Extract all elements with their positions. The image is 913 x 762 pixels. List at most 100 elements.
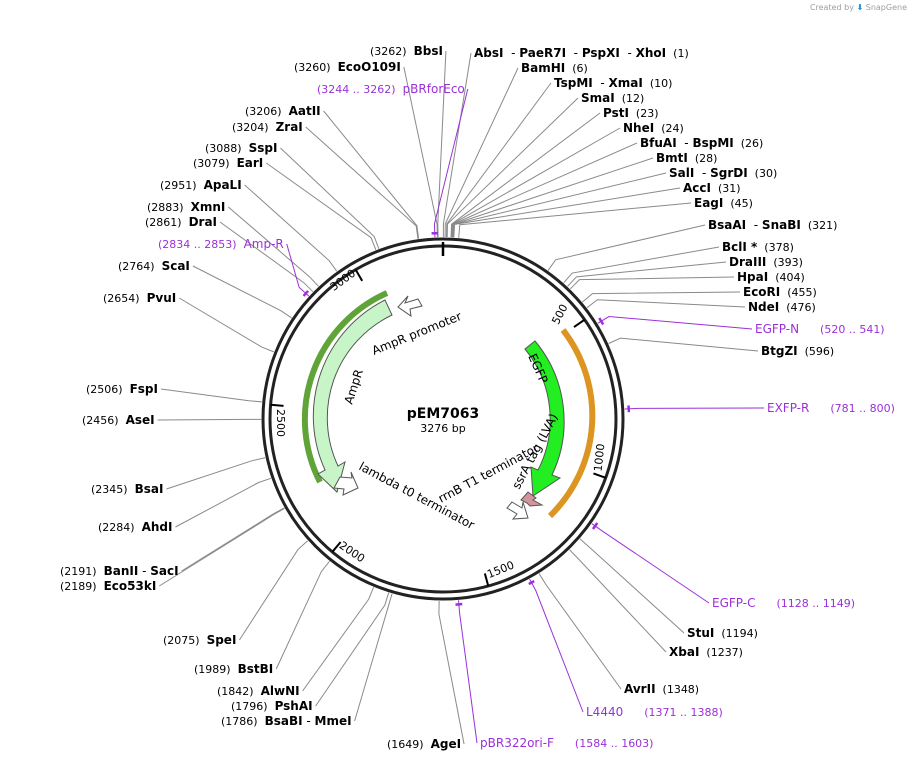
enzyme-label: (1796) PshAI <box>231 699 313 713</box>
enzyme-position: (378) <box>757 241 794 254</box>
enzyme-site[interactable]: TspMI - XmaI (10) <box>554 76 672 90</box>
enzyme-position: (1649) <box>387 738 431 751</box>
enzyme-label: (2654) PvuI <box>103 291 176 305</box>
enzyme-name: Eco53kI <box>104 579 157 593</box>
enzyme-site[interactable]: EcoRI (455) <box>743 285 817 299</box>
enzyme-label: (2764) ScaI <box>118 259 190 273</box>
enzyme-site[interactable]: BamHI (6) <box>521 61 588 75</box>
enzyme-site[interactable]: BmtI (28) <box>656 151 717 165</box>
enzyme-site[interactable]: StuI (1194) <box>687 626 758 640</box>
enzyme-site[interactable]: (3088) SspI <box>205 141 277 155</box>
enzyme-site[interactable]: (2456) AseI <box>82 413 155 427</box>
leader-lines <box>157 50 765 745</box>
enzyme-position: (2456) <box>82 414 126 427</box>
enzyme-site[interactable]: BclI * (378) <box>722 240 794 254</box>
enzyme-position: (6) <box>565 62 588 75</box>
enzyme-label: (2189) Eco53kI <box>60 579 156 593</box>
enzyme-site[interactable]: AbsI - PaeR7I - PspXI - XhoI (1) <box>474 46 689 60</box>
primer-site[interactable]: EXFP-R (781 .. 800) <box>767 401 895 415</box>
enzyme-site[interactable]: AccI (31) <box>683 181 741 195</box>
enzyme-site[interactable]: BsaAI - SnaBI (321) <box>708 218 837 232</box>
enzyme-label: (2506) FspI <box>86 382 158 396</box>
enzyme-separator: - <box>138 564 150 578</box>
enzyme-site[interactable]: EagI (45) <box>694 196 753 210</box>
enzyme-site[interactable]: (2189) Eco53kI <box>60 579 156 593</box>
enzyme-site[interactable]: (3260) EcoO109I <box>294 60 401 74</box>
enzyme-site[interactable]: (1786) BsaBI - MmeI <box>221 714 352 728</box>
primer-name: EGFP-N <box>755 322 799 336</box>
enzyme-site[interactable]: (1842) AlwNI <box>217 684 300 698</box>
primer-name: L4440 <box>586 705 623 719</box>
enzyme-site[interactable]: (2951) ApaLI <box>160 178 242 192</box>
enzyme-name: BfuAI <box>640 136 677 150</box>
primer-site[interactable]: (2834 .. 2853) Amp-R <box>158 237 284 251</box>
primer-leader-line <box>458 600 478 744</box>
enzyme-site[interactable]: NheI (24) <box>623 121 684 135</box>
enzyme-site[interactable]: (2883) XmnI <box>147 200 225 214</box>
enzyme-site[interactable]: (3204) ZraI <box>232 120 303 134</box>
primer-site[interactable]: L4440 (1371 .. 1388) <box>586 705 723 719</box>
enzyme-label: NdeI (476) <box>748 300 816 314</box>
enzyme-position: (23) <box>629 107 659 120</box>
enzyme-name: BmtI <box>656 151 688 165</box>
enzyme-position: (45) <box>723 197 753 210</box>
primer-position: (1584 .. 1603) <box>554 737 654 750</box>
enzyme-site[interactable]: DraIII (393) <box>729 255 803 269</box>
enzyme-label: (1989) BstBI <box>194 662 273 676</box>
primer-site[interactable]: EGFP-C (1128 .. 1149) <box>712 596 855 610</box>
enzyme-site[interactable]: (2191) BanII - SacI <box>60 564 179 578</box>
enzyme-site[interactable]: AvrII (1348) <box>624 682 699 696</box>
enzyme-site[interactable]: (2654) PvuI <box>103 291 176 305</box>
enzyme-leader-line <box>453 187 681 238</box>
enzyme-site[interactable]: NdeI (476) <box>748 300 816 314</box>
enzyme-site[interactable]: SmaI (12) <box>581 91 644 105</box>
enzyme-site[interactable]: (2506) FspI <box>86 382 158 396</box>
enzyme-leader-line <box>547 224 706 271</box>
enzyme-site[interactable]: HpaI (404) <box>737 270 805 284</box>
enzyme-leader-line <box>228 206 319 287</box>
enzyme-position: (1237) <box>699 646 743 659</box>
enzyme-site[interactable]: PstI (23) <box>603 106 659 120</box>
enzyme-position: (24) <box>654 122 684 135</box>
enzyme-site[interactable]: (1796) PshAI <box>231 699 313 713</box>
enzyme-position: (2189) <box>60 580 104 593</box>
enzyme-label: PstI (23) <box>603 106 659 120</box>
enzyme-label: (3079) EarI <box>193 156 263 170</box>
primer-site[interactable]: pBR322ori-F (1584 .. 1603) <box>480 736 653 750</box>
enzyme-site[interactable]: (2075) SpeI <box>163 633 236 647</box>
enzyme-site[interactable]: (3206) AatII <box>245 104 321 118</box>
enzyme-name: SnaBI <box>762 218 801 232</box>
enzyme-name: EarI <box>237 156 264 170</box>
enzyme-site[interactable]: BfuAI - BspMI (26) <box>640 136 763 150</box>
enzyme-site[interactable]: (2861) DraI <box>145 215 217 229</box>
enzyme-name: PspXI <box>582 46 620 60</box>
enzyme-name: BamHI <box>521 61 565 75</box>
enzyme-site[interactable]: BtgZI (596) <box>761 344 834 358</box>
primer-site[interactable]: (3244 .. 3262) pBRforEco <box>317 82 465 96</box>
enzyme-site[interactable]: (1649) AgeI <box>387 737 461 751</box>
enzyme-label: StuI (1194) <box>687 626 758 640</box>
enzyme-label: BclI * (378) <box>722 240 794 254</box>
enzyme-site[interactable]: (3079) EarI <box>193 156 263 170</box>
tick-label-1000: 1000 <box>592 443 608 472</box>
ssra-tag-arrow <box>520 491 544 507</box>
enzyme-leader-line <box>582 291 741 303</box>
enzyme-site[interactable]: (2764) ScaI <box>118 259 190 273</box>
enzyme-site[interactable]: (1989) BstBI <box>194 662 273 676</box>
enzyme-label: (2951) ApaLI <box>160 178 242 192</box>
enzyme-position: (2345) <box>91 483 135 496</box>
enzyme-name: AvrII <box>624 682 656 696</box>
primer-binding-mark <box>302 290 310 297</box>
enzyme-site[interactable]: SalI - SgrDI (30) <box>669 166 777 180</box>
primer-site[interactable]: EGFP-N (520 .. 541) <box>755 322 885 336</box>
tick-mark-1000 <box>593 472 607 479</box>
tick-mark-1500 <box>483 573 490 587</box>
enzyme-site[interactable]: XbaI (1237) <box>669 645 743 659</box>
site-labels: (3262) BbsI (3260) EcoO109I (3206) AatII (3… <box>60 44 895 751</box>
enzyme-site[interactable]: (2284) AhdI <box>98 520 172 534</box>
lambda-t0-terminator-arrow <box>333 471 359 496</box>
enzyme-site[interactable]: (2345) BsaI <box>91 482 163 496</box>
enzyme-site[interactable]: (3262) BbsI <box>370 44 443 58</box>
enzyme-position: (30) <box>748 167 778 180</box>
enzyme-name: AatII <box>289 104 321 118</box>
